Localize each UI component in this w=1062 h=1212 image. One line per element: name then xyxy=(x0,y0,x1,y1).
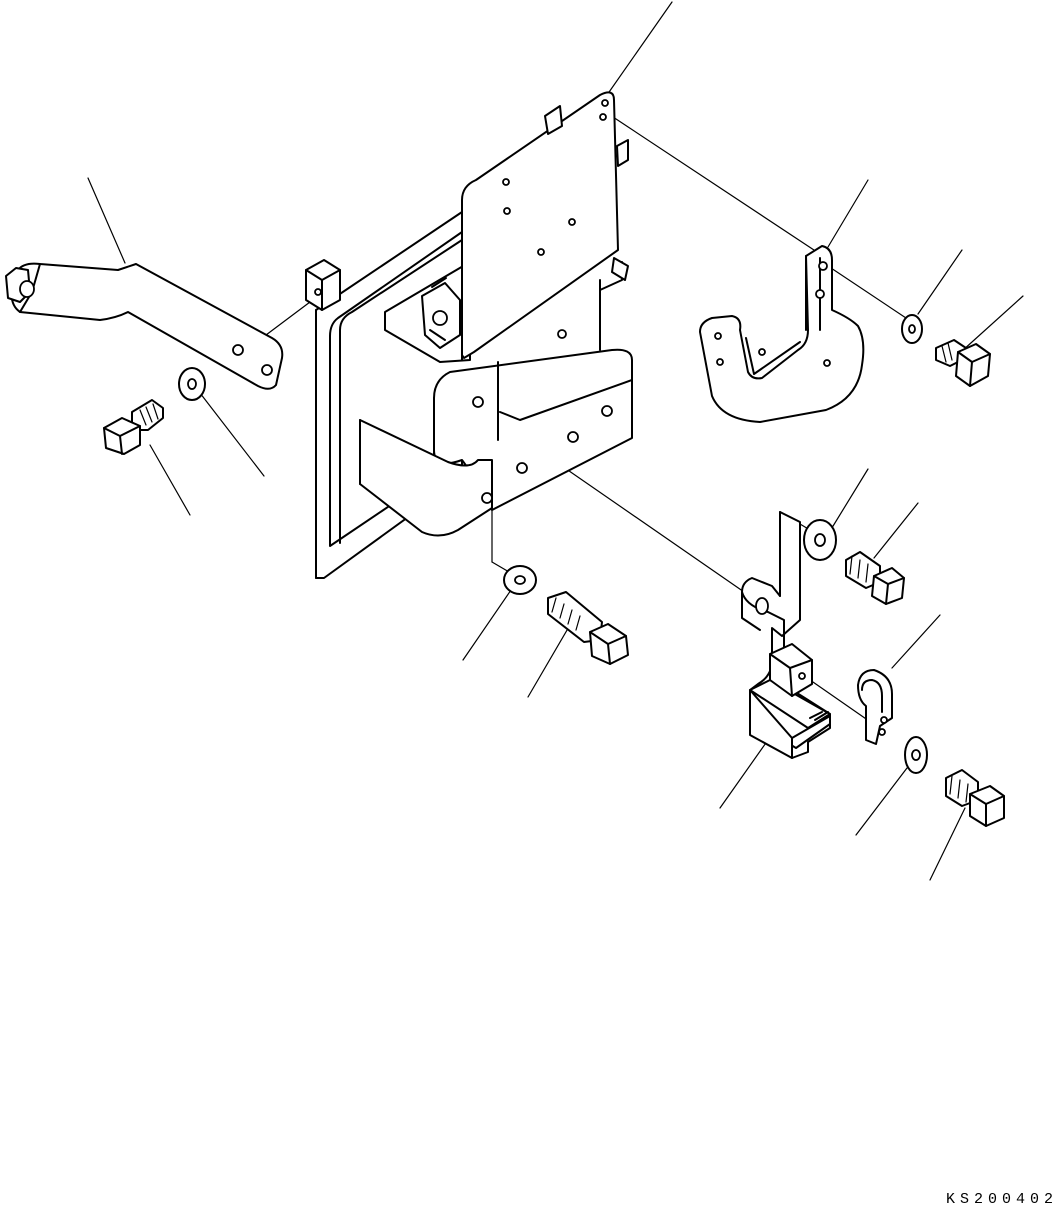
bolt-lower xyxy=(946,770,1004,826)
centerline-lever xyxy=(262,296,318,338)
washer-lower xyxy=(905,737,927,773)
top-switch-plate xyxy=(462,92,628,360)
bolt-right xyxy=(936,340,990,386)
leader-bolt-left xyxy=(150,445,190,515)
leader-clip xyxy=(892,615,940,668)
washer-mid xyxy=(504,566,536,594)
bolt-mid-right xyxy=(846,552,904,604)
leader-washer-mid-right xyxy=(830,469,868,531)
leader-top-plate xyxy=(607,2,672,95)
leader-washer-mid xyxy=(463,590,511,660)
spacer-block xyxy=(770,644,812,696)
bolt-mid xyxy=(548,592,628,664)
leader-washer-right xyxy=(918,250,962,314)
switch-plate-front xyxy=(462,92,618,358)
leader-bolt-lower xyxy=(930,808,965,880)
leader-washer-lower xyxy=(856,768,907,835)
leader-lever xyxy=(88,178,125,263)
leader-lower-bracket xyxy=(720,740,768,808)
centerline-top-bracket xyxy=(607,113,820,254)
leader-right-bracket xyxy=(828,180,868,247)
drawing-code: KS200402 xyxy=(945,1191,1058,1208)
lower-right-bracket xyxy=(742,512,830,758)
washer-left xyxy=(179,368,205,400)
lever-arm xyxy=(6,264,282,389)
lever-body xyxy=(12,264,283,389)
centerline-top-washer xyxy=(822,262,912,322)
right-bracket-vertical xyxy=(700,246,863,422)
bracket-side-flange xyxy=(360,420,492,536)
washer-right xyxy=(902,315,922,343)
lower-bent-bracket xyxy=(360,350,632,536)
washer-mid-right xyxy=(804,520,836,560)
leader-bolt-right xyxy=(962,296,1023,351)
right-upper-bracket xyxy=(700,246,863,422)
leader-bolt-mid-right xyxy=(874,503,918,558)
bolt-left xyxy=(104,400,163,454)
cable-clip xyxy=(858,670,892,744)
leader-washer-left xyxy=(200,393,264,476)
leader-bolt-mid xyxy=(528,625,570,697)
